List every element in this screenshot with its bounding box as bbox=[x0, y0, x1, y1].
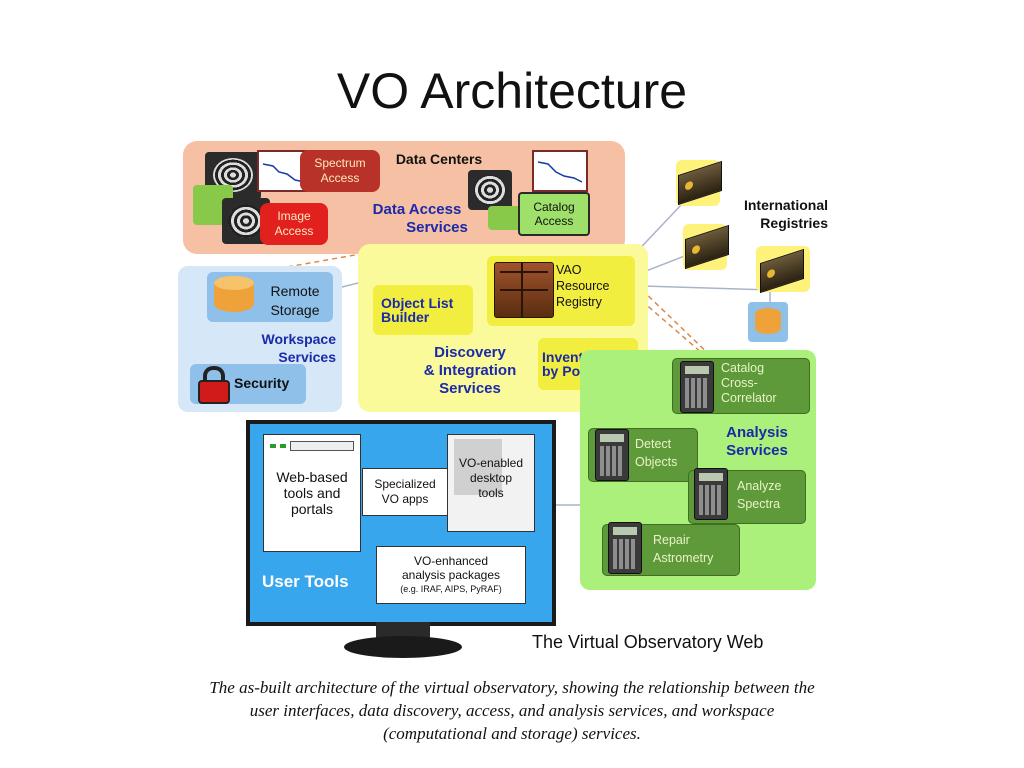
discovery-services-label: Discovery & Integration Services bbox=[408, 344, 532, 398]
remote-storage-line2: Storage bbox=[270, 302, 320, 318]
workspace-services-line2: Services bbox=[278, 349, 336, 365]
monitor-stand bbox=[376, 622, 430, 640]
catalog-access-box: Catalog Access bbox=[518, 192, 590, 236]
lock-icon bbox=[196, 366, 230, 404]
registry-cabinet-icon bbox=[494, 262, 554, 318]
detect-objects-line2: Objects bbox=[635, 455, 678, 469]
workspace-services-line1: Workspace bbox=[261, 331, 336, 347]
catalog-access-line2: Access bbox=[534, 214, 574, 228]
workspace-services-label: Workspace Services bbox=[236, 330, 336, 366]
data-centers-title-text: Data Centers bbox=[395, 151, 483, 167]
analysis-packages-line1: VO-enhanced bbox=[413, 554, 489, 568]
caption-line1: The as-built architecture of the virtual… bbox=[209, 678, 815, 697]
detect-objects-calculator-icon bbox=[595, 429, 629, 481]
analysis-services-line2: Services bbox=[726, 442, 788, 459]
image-access-box: Image Access bbox=[260, 203, 328, 245]
desktop-tools-line2: desktop bbox=[469, 470, 512, 485]
browser-toolbar-icon bbox=[270, 441, 354, 451]
vao-registry-line3: Registry bbox=[556, 295, 602, 309]
object-list-builder-box: Object List Builder bbox=[373, 285, 473, 335]
caption-line3: (computational and storage) services. bbox=[383, 724, 641, 743]
analyze-spectra-calculator-icon bbox=[694, 468, 728, 520]
data-access-services-label: Data Access Services bbox=[352, 201, 482, 237]
user-tools-label: User Tools bbox=[262, 572, 349, 591]
web-tools-line1: Web-based bbox=[276, 469, 348, 485]
catalog-access-line1: Catalog bbox=[533, 200, 575, 214]
repair-astrometry-line2: Astrometry bbox=[653, 551, 714, 565]
specialized-apps-line1: Specialized bbox=[374, 477, 436, 491]
specialized-apps-panel: Specialized VO apps bbox=[362, 468, 448, 516]
desktop-tools-line1: VO-enabled bbox=[458, 455, 524, 470]
slide-title: VO Architecture bbox=[336, 63, 688, 119]
remote-storage-line1: Remote bbox=[270, 283, 320, 299]
detect-objects-line1: Detect bbox=[635, 437, 672, 451]
storage-database-icon bbox=[214, 276, 254, 316]
vao-registry-label: VAO Resource Registry bbox=[556, 262, 636, 310]
object-list-line1: Object List bbox=[381, 295, 454, 311]
catalog-plot-icon bbox=[532, 150, 588, 192]
web-tools-line2: tools and bbox=[283, 485, 341, 501]
analysis-packages-panel: VO-enhanced analysis packages (e.g. IRAF… bbox=[376, 546, 526, 604]
repair-astrometry-line1: Repair bbox=[653, 533, 690, 547]
vao-registry-line1: VAO bbox=[556, 263, 582, 277]
figure-caption: The as-built architecture of the virtual… bbox=[0, 676, 1024, 745]
cross-correlator-line2: Cross- bbox=[721, 376, 758, 390]
diagram-title: The Virtual Observatory Web bbox=[532, 632, 764, 652]
international-registries-label: International Registries bbox=[724, 196, 828, 232]
vao-registry-line2: Resource bbox=[556, 279, 610, 293]
data-access-line2: Services bbox=[406, 219, 468, 236]
analysis-services-line1: Analysis bbox=[726, 424, 788, 441]
security-label: Security bbox=[234, 375, 290, 391]
remote-storage-label: Remote Storage bbox=[258, 282, 332, 320]
desktop-tools-line3: tools bbox=[478, 485, 504, 500]
cross-correlator-calculator-icon bbox=[680, 361, 714, 413]
data-centers-title: Data Centers bbox=[384, 150, 494, 168]
analysis-packages-line2: analysis packages bbox=[401, 568, 501, 582]
discovery-line2: & Integration bbox=[423, 362, 517, 379]
spectrum-access-line1: Spectrum bbox=[314, 156, 366, 170]
analyze-spectra-line2: Spectra bbox=[737, 497, 781, 511]
repair-astrometry-calculator-icon bbox=[608, 522, 642, 574]
registry-database-icon bbox=[748, 302, 788, 342]
image-access-line1: Image bbox=[277, 209, 311, 223]
discovery-line1: Discovery bbox=[434, 344, 506, 361]
cross-correlator-line1: Catalog bbox=[721, 361, 765, 375]
object-list-line2: Builder bbox=[381, 309, 430, 325]
desktop-tools-panel: VO-enabled desktop tools bbox=[447, 434, 535, 532]
monitor-base bbox=[344, 636, 462, 658]
cross-correlator-line3: Correlator bbox=[721, 391, 777, 405]
desktop-window-icon bbox=[454, 439, 502, 495]
analyze-spectra-line1: Analyze bbox=[737, 479, 782, 493]
discovery-line3: Services bbox=[439, 380, 501, 397]
international-registries-line2: Registries bbox=[760, 215, 828, 231]
international-registries-line1: International bbox=[743, 197, 828, 213]
image-access-line2: Access bbox=[274, 224, 314, 238]
specialized-apps-line2: VO apps bbox=[381, 492, 429, 506]
catalog-galaxy-icon bbox=[468, 170, 512, 210]
web-tools-line3: portals bbox=[290, 501, 334, 517]
data-access-line1: Data Access bbox=[372, 201, 462, 218]
web-tools-panel: Web-based tools and portals bbox=[263, 434, 361, 552]
analysis-services-label: Analysis Services bbox=[712, 424, 802, 460]
analysis-packages-line3: (e.g. IRAF, AIPS, PyRAF) bbox=[400, 584, 502, 594]
spectrum-access-line2: Access bbox=[320, 171, 360, 185]
caption-line2: user interfaces, data discovery, access,… bbox=[249, 701, 775, 720]
spectrum-access-box: Spectrum Access bbox=[300, 150, 380, 192]
